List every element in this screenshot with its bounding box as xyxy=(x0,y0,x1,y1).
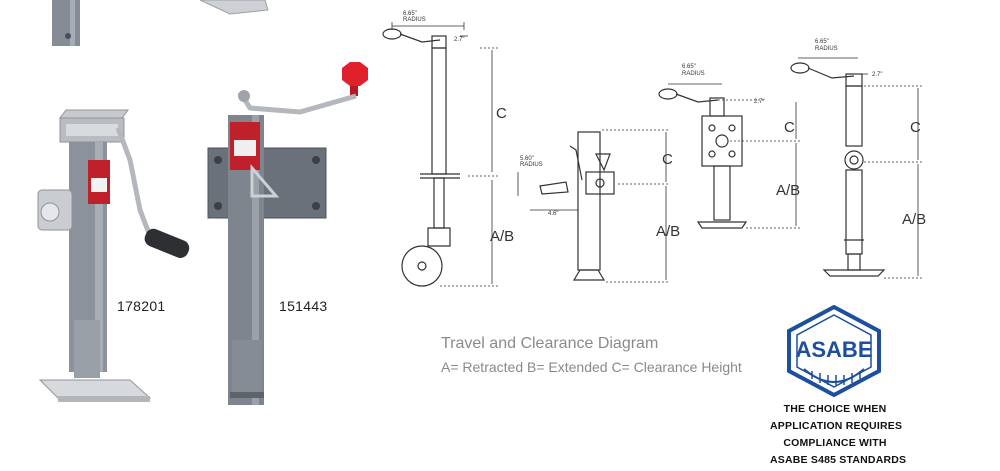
product-label-151443: 151443 xyxy=(279,298,328,314)
asabe-line-1: THE CHOICE WHEN xyxy=(783,403,887,415)
product-photos xyxy=(37,0,368,405)
diagram2-ab-label: A/B xyxy=(656,223,680,240)
clearance-diagrams: 6.65" RADIUS 2.7" C A/B 5.60" RADIUS 4.6… xyxy=(382,11,926,287)
diagram4-radius-value: 6.65" xyxy=(815,39,829,45)
diagram2-radius-value: 5.60" xyxy=(520,156,534,162)
diagram1-c-label: C xyxy=(496,105,507,122)
diagram2-offset: 4.6" xyxy=(548,211,558,217)
diagram1-radius-label: RADIUS xyxy=(403,17,426,23)
diagram3-radius-value: 6.65" xyxy=(682,64,696,70)
diagram-caption-legend: A= Retracted B= Extended C= Clearance He… xyxy=(441,359,742,375)
diagram4-c-label: C xyxy=(910,119,921,136)
product-label-178201: 178201 xyxy=(117,298,166,314)
diagram2-radius-label: RADIUS xyxy=(520,162,543,168)
asabe-line-2: APPLICATION REQUIRES xyxy=(770,420,903,432)
diagram4-offset: 2.7" xyxy=(872,72,882,78)
diagram-caster-jack xyxy=(382,22,498,287)
diagram3-radius-label: RADIUS xyxy=(682,71,705,77)
diagram-sidewind-jack xyxy=(517,129,670,283)
cropped-jack-tube xyxy=(52,0,80,46)
diagram3-c-label: C xyxy=(784,119,795,136)
diagram1-offset: 2.7" xyxy=(454,37,464,43)
cropped-footplate xyxy=(199,0,269,15)
asabe-logo-text: ASABE xyxy=(795,337,872,362)
diagram4-radius-label: RADIUS xyxy=(815,46,838,52)
asabe-line-3: COMPLIANCE WITH xyxy=(783,437,887,449)
diagram-caption-title: Travel and Clearance Diagram xyxy=(441,335,659,352)
diagram3-offset: 2.7" xyxy=(754,99,764,105)
diagram1-ab-label: A/B xyxy=(490,228,514,245)
asabe-line-4: ASABE S485 STANDARDS xyxy=(770,454,907,466)
diagram4-ab-label: A/B xyxy=(902,211,926,228)
diagram1-radius-value: 6.65" xyxy=(403,11,417,17)
asabe-logo: ASABE xyxy=(787,305,881,397)
jack-151443-photo xyxy=(207,62,368,405)
diagram3-ab-label: A/B xyxy=(776,182,800,199)
jack-178201-photo xyxy=(37,109,190,402)
diagram-weldon-jack xyxy=(790,57,922,279)
asabe-statement: THE CHOICE WHEN APPLICATION REQUIRES COM… xyxy=(770,401,907,469)
diagram2-c-label: C xyxy=(662,151,673,168)
diagram-boltplate-jack xyxy=(658,83,800,229)
